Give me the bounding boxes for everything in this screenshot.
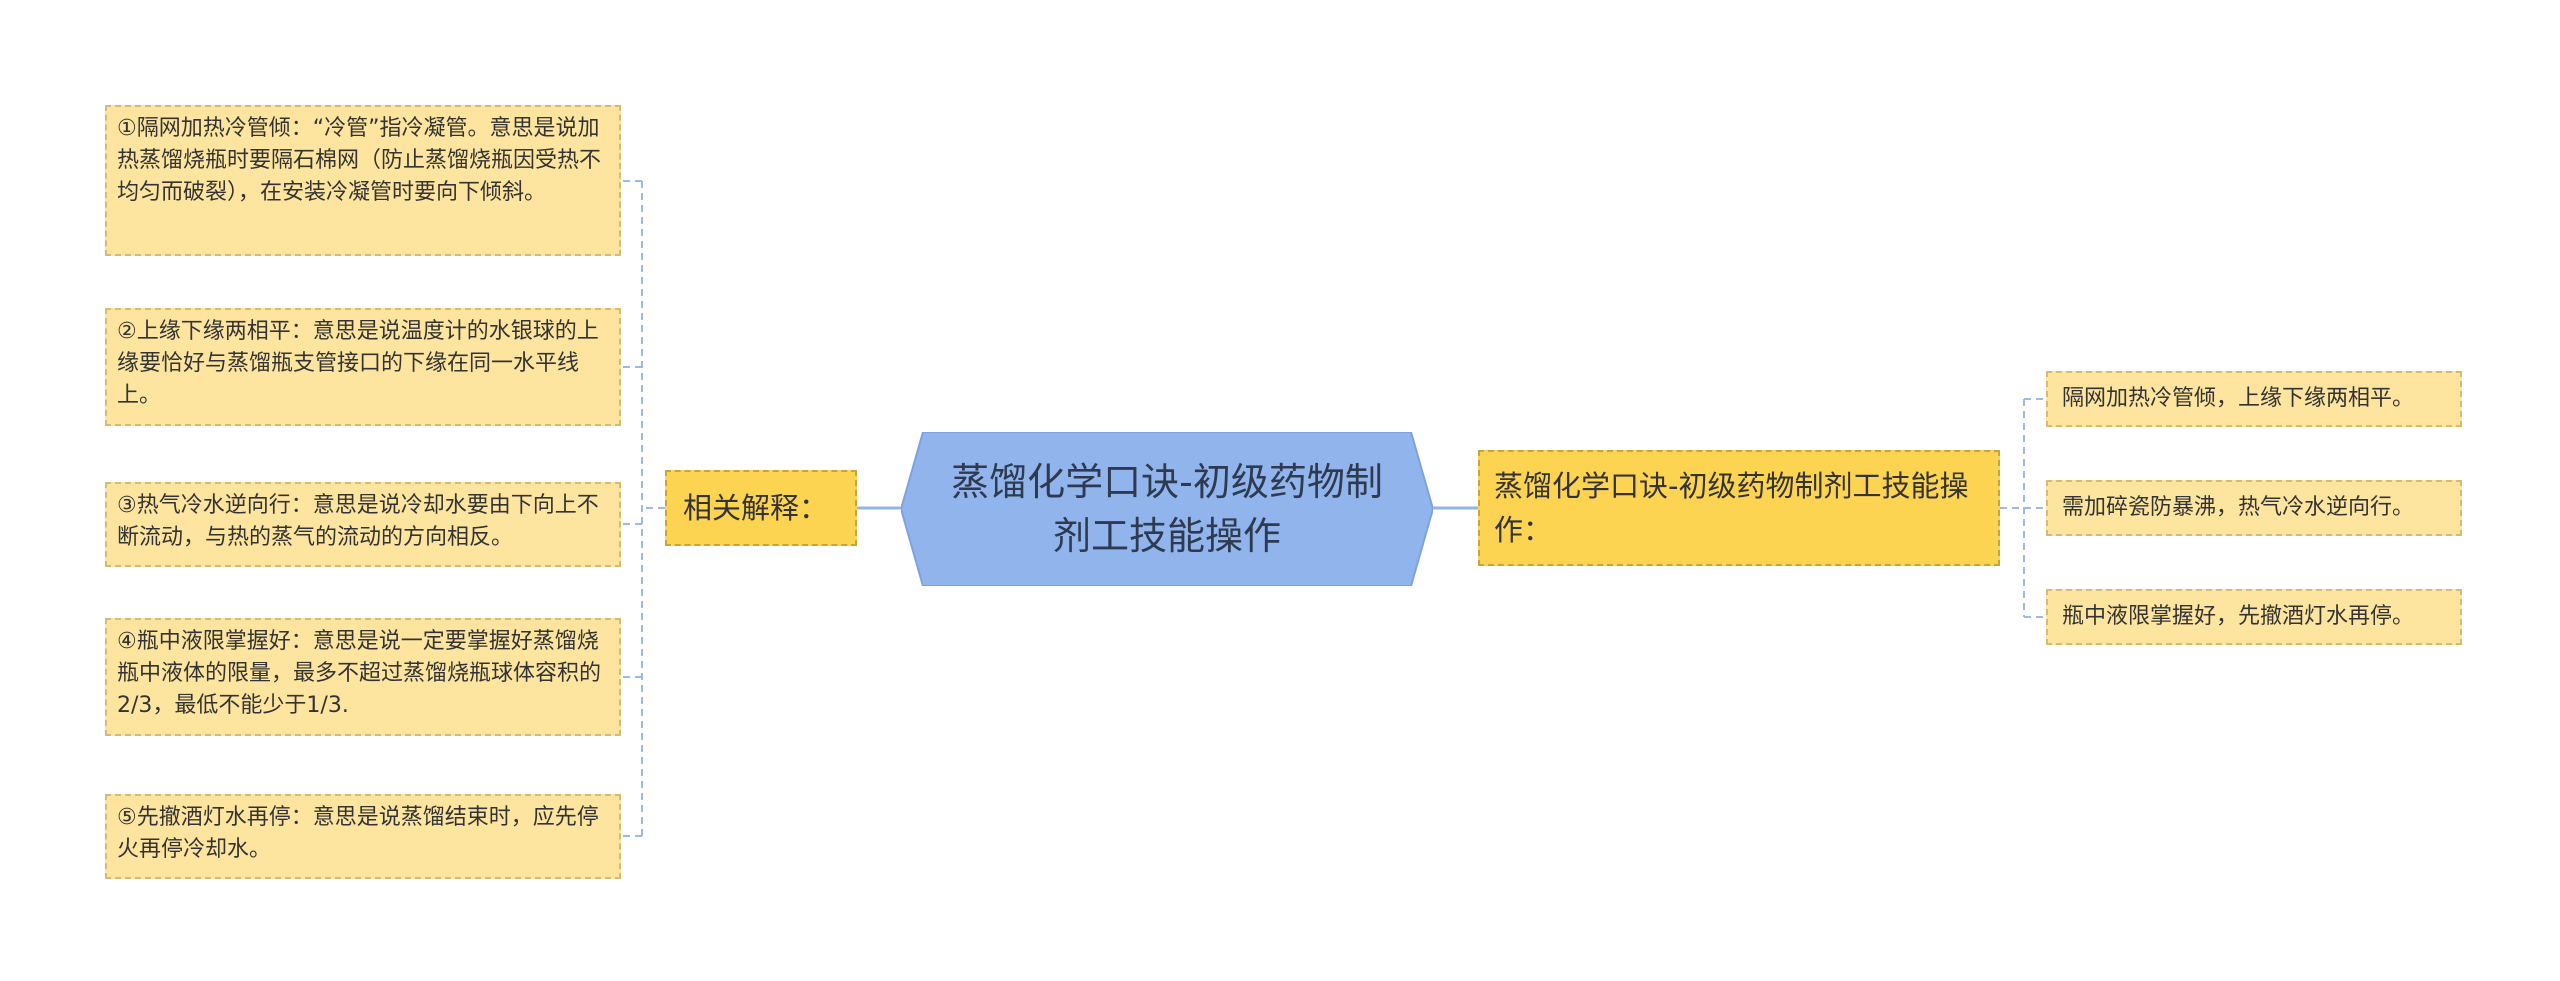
root-topic[interactable]: 蒸馏化学口诀-初级药物制剂工技能操作 [901,432,1433,586]
right-bracket [2000,398,2046,618]
right-branch-label: 蒸馏化学口诀-初级药物制剂工技能操作： [1494,469,1969,547]
left-leaf-5-text: ⑤先撤酒灯水再停：意思是说蒸馏结束时，应先停火再停冷却水。 [117,805,599,862]
left-leaf-4[interactable]: ④瓶中液限掌握好：意思是说一定要掌握好蒸馏烧瓶中液体的限量，最多不超过蒸馏烧瓶球… [105,618,621,736]
left-leaf-2[interactable]: ②上缘下缘两相平：意思是说温度计的水银球的上缘要恰好与蒸馏瓶支管接口的下缘在同一… [105,308,621,426]
right-leaf-1[interactable]: 隔网加热冷管倾，上缘下缘两相平。 [2046,371,2462,427]
left-leaf-3-text: ③热气冷水逆向行：意思是说冷却水要由下向上不断流动，与热的蒸气的流动的方向相反。 [117,493,599,550]
right-leaf-2-text: 需加碎瓷防暴沸，热气冷水逆向行。 [2062,495,2415,520]
right-leaf-3[interactable]: 瓶中液限掌握好，先撤酒灯水再停。 [2046,589,2462,645]
right-leaf-2[interactable]: 需加碎瓷防暴沸，热气冷水逆向行。 [2046,480,2462,536]
right-branch-topic[interactable]: 蒸馏化学口诀-初级药物制剂工技能操作： [1478,450,2000,566]
left-leaf-3[interactable]: ③热气冷水逆向行：意思是说冷却水要由下向上不断流动，与热的蒸气的流动的方向相反。 [105,482,621,567]
left-leaf-5[interactable]: ⑤先撤酒灯水再停：意思是说蒸馏结束时，应先停火再停冷却水。 [105,794,621,879]
left-branch-label: 相关解释： [683,491,829,525]
left-leaf-1[interactable]: ①隔网加热冷管倾：“冷管”指冷凝管。意思是说加热蒸馏烧瓶时要隔石棉网（防止蒸馏烧… [105,105,621,256]
left-leaf-2-text: ②上缘下缘两相平：意思是说温度计的水银球的上缘要恰好与蒸馏瓶支管接口的下缘在同一… [117,319,599,408]
left-bracket [621,180,665,837]
left-branch-topic[interactable]: 相关解释： [665,470,857,546]
root-hexagon-shape [901,432,1433,586]
right-leaf-3-text: 瓶中液限掌握好，先撤酒灯水再停。 [2062,604,2415,629]
right-leaf-1-text: 隔网加热冷管倾，上缘下缘两相平。 [2062,386,2415,411]
left-leaf-1-text: ①隔网加热冷管倾：“冷管”指冷凝管。意思是说加热蒸馏烧瓶时要隔石棉网（防止蒸馏烧… [117,116,602,205]
root-topic-text: 蒸馏化学口诀-初级药物制剂工技能操作 [951,460,1383,558]
left-leaf-4-text: ④瓶中液限掌握好：意思是说一定要掌握好蒸馏烧瓶中液体的限量，最多不超过蒸馏烧瓶球… [117,629,602,718]
